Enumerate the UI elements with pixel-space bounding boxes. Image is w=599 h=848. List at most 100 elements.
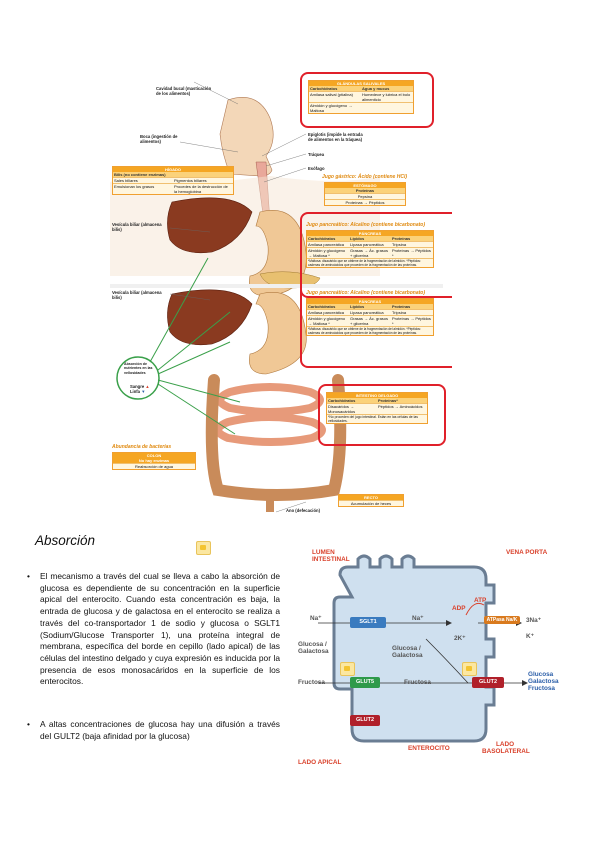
label-adp: ADP — [452, 605, 466, 612]
table-cell: Amilasa pancreática — [308, 242, 345, 247]
label-esofago: Esófago — [308, 166, 325, 171]
label-lado-apical: LADO APICAL — [298, 759, 342, 766]
label-enterocito: ENTEROCITO — [408, 745, 450, 752]
comment-icon[interactable] — [462, 662, 477, 676]
table-cell: Disacáridos → Monosacáridos — [328, 404, 356, 414]
label-boca: Boca (ingestión de alimentos) — [140, 134, 178, 144]
table-cell: Proteínas → Péptidos * — [392, 248, 431, 258]
table-cell: Sales biliares — [114, 178, 138, 183]
table-subtitle: Proteínas — [355, 188, 375, 193]
highlight-box — [300, 212, 452, 298]
section-title: Absorción — [35, 533, 96, 548]
table-note: *Maltosa: disacárido que se obtiene de l… — [308, 327, 421, 335]
label-glucosa-galactosa-cell: Glucosa / Galactosa — [392, 645, 423, 659]
table-title: COLON — [113, 453, 195, 458]
table-title: RECTO — [339, 495, 403, 500]
title-jugo-pancreatico: Jugo pancreático: Alcalino (contiene bic… — [306, 222, 425, 228]
comment-icon[interactable] — [196, 541, 211, 555]
col-header: Lípidos — [350, 236, 365, 241]
table-title: ESTÓMAGO — [325, 183, 405, 188]
label-fructosa-cell: Fructosa — [404, 679, 431, 686]
title-jugo-pancreatico-2: Jugo pancreático: Alcalino (contiene bic… — [306, 290, 425, 296]
label-linfa: Linfa ▼ — [130, 389, 146, 394]
table-cell: Tripsina — [392, 310, 407, 315]
table-cell: Almidón y glucógeno → Maltosa * — [308, 248, 346, 258]
glut2-transporter-basolateral: GLUT2 — [472, 677, 504, 688]
table-cell: Almidón y glucógeno → Maltosa — [310, 103, 353, 113]
sglt1-transporter: SGLT1 — [350, 617, 386, 628]
bullet-text: A altas concentraciones de glucosa hay u… — [40, 719, 280, 741]
colon-table: COLON No hay enzimas Reabsorción de agua — [112, 452, 196, 470]
table-title: PÁNCREAS — [307, 299, 433, 304]
recto-table: RECTO Acumulación de heces — [338, 494, 404, 507]
table-cell: Péptidos → Aminoácidos — [378, 404, 423, 409]
pancreas-table-2: PÁNCREAS Carbohidratos Lípidos Proteínas A… — [306, 298, 434, 336]
bullet-text: El mecanismo a través del cual se lleva … — [40, 571, 280, 687]
col-header: Carbohidratos — [308, 304, 336, 309]
table-cell: Procedes de la destrucción de la hemoglo… — [174, 184, 228, 194]
table-cell: Grasas → Ác. grasos + glicerina — [350, 316, 389, 326]
label-absorcion-nutrientes: Absorción de nutrientes en las vellosida… — [124, 362, 153, 375]
label-sangre: Sangre ▲ — [130, 384, 150, 389]
table-cell: Pepsina — [357, 194, 373, 199]
col-header: Carbohidratos — [310, 86, 338, 91]
label-atp: ATP — [474, 597, 487, 604]
col-header: Lípidos — [350, 304, 365, 309]
table-cell: Humedece y lubrica el bolo alimenticio — [362, 92, 411, 102]
col-header: Proteínas — [392, 304, 411, 309]
table-note: *Maltosa: disacárido que se obtiene de l… — [308, 259, 421, 267]
label-lumen-intestinal: LUMEN INTESTINAL — [312, 549, 350, 563]
label-glucosa-galactosa-lumen: Glucosa / Galactosa — [298, 641, 329, 655]
table-cell: Tripsina — [392, 242, 407, 247]
label-na-lumen: Na⁺ — [310, 615, 322, 622]
glandulas-salivales-table: GLÁNDULAS SALIVALES Carbohidratos Agua y … — [308, 80, 414, 114]
label-lado-basolateral: LADO BASOLATERAL — [482, 741, 530, 755]
label-epiglotis: Epiglotis (impide la entrada de alimento… — [308, 132, 363, 142]
glut5-transporter: GLUT5 — [350, 677, 380, 688]
bullet-icon: • — [27, 571, 30, 581]
label-ano: Ano (defecación) — [286, 508, 320, 513]
bullet-paragraph-2: • A altas concentraciones de glucosa hay… — [27, 719, 280, 742]
col-header: Proteínas — [392, 236, 411, 241]
col-header: Carbohidratos — [308, 236, 336, 241]
table-subtitle: No hay enzimas — [138, 458, 170, 463]
comment-icon[interactable] — [340, 662, 355, 676]
label-vesicula-biliar-2: Vesícula biliar (almacena bilis) — [112, 290, 162, 300]
label-traquea: Tráquea — [308, 152, 325, 157]
col-header: Agua y mucus — [362, 86, 390, 91]
highlight-box — [300, 288, 452, 368]
label-2k: 2K⁺ — [454, 635, 466, 642]
label-glucosa-galactosa-fructosa: Glucosa Galactosa Fructosa — [528, 671, 559, 692]
glut2-transporter-apical: GLUT2 — [350, 715, 380, 726]
pancreas-table: PÁNCREAS Carbohidratos Lípidos Proteínas A… — [306, 230, 434, 268]
table-title: GLÁNDULAS SALIVALES — [309, 81, 413, 86]
table-cell: Proteínas → Péptidos — [345, 200, 385, 205]
label-vesicula-biliar: Vesícula biliar (almacena bilis) — [112, 222, 162, 232]
title-jugo-gastrico: Jugo gástrico: Ácido (contiene HCl) — [322, 174, 408, 180]
label-cavidad-bucal: Cavidad bucal (masticación de los alimen… — [156, 86, 212, 96]
table-cell: Lipasa pancreática — [350, 242, 384, 247]
table-cell: Pigmentos biliares — [174, 178, 207, 183]
table-cell: Lipasa pancreática — [350, 310, 384, 315]
table-title: PÁNCREAS — [307, 231, 433, 236]
enterocyte-illustration — [318, 554, 528, 743]
label-3na: 3Na⁺ — [526, 617, 542, 624]
col-header: Proteínas* — [378, 398, 398, 403]
bullet-icon: • — [27, 719, 30, 729]
bullet-paragraph-1: • El mecanismo a través del cual se llev… — [27, 571, 280, 688]
enterocyte-diagram: LUMEN INTESTINAL VENA PORTA Na⁺ SGLT1 Na… — [296, 527, 561, 772]
table-cell: Emulsionan los grasos — [114, 184, 155, 189]
title-abundancia-bacterias: Abundancia de bacterias — [112, 444, 172, 450]
table-note: *No proceden del jugo intestinal. Están … — [328, 415, 418, 424]
table-cell: Acumulación de heces — [350, 501, 392, 506]
higado-table: HÍGADO Bilis (no contiene enzimas) Sales… — [112, 166, 234, 195]
label-vena-porta: VENA PORTA — [506, 549, 548, 556]
table-subtitle: Bilis (no contiene enzimas) — [114, 172, 166, 177]
table-cell: Amilasa pancreática — [308, 310, 345, 315]
table-cell: Reabsorción de agua — [134, 464, 174, 469]
highlight-box — [318, 384, 446, 446]
table-title: INTESTINO DELGADO — [327, 393, 427, 398]
label-fructosa-lumen: Fructosa — [298, 679, 325, 686]
table-cell: Amilasa salival (ptialina) — [310, 92, 353, 97]
